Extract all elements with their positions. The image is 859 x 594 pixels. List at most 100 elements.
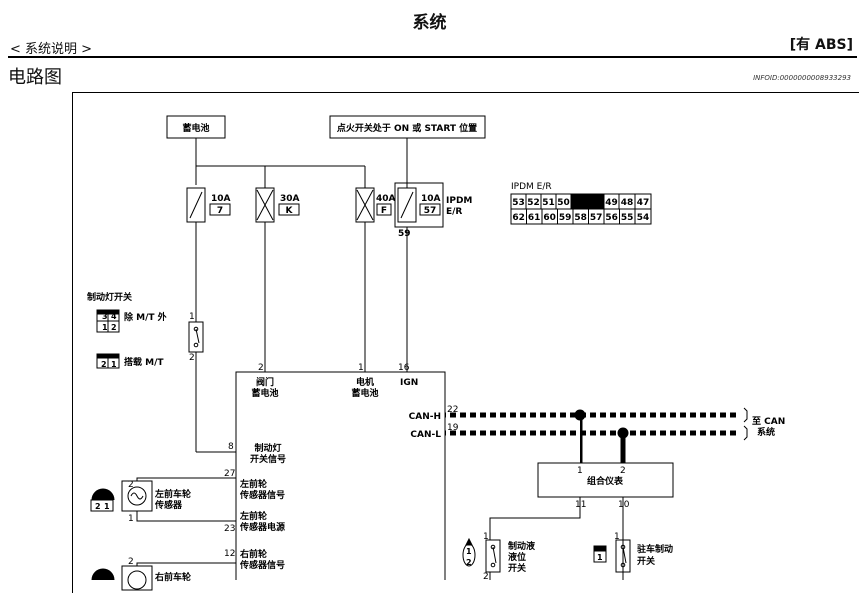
pin-number: 1 (483, 532, 489, 542)
connector-pin: 2 (101, 360, 107, 369)
can-destination-label: 至 CAN (752, 416, 785, 427)
ipdm-connector-row-1: 53 52 51 50 49 48 47 (510, 193, 652, 210)
svg-text:60: 60 (543, 213, 556, 223)
svg-text:61: 61 (528, 213, 541, 223)
abs-stop-label: 开关信号 (250, 453, 286, 465)
pin-number: 19 (447, 423, 459, 433)
connector-pin: 1 (104, 502, 110, 511)
abs-lf-power-label: 传感器电源 (239, 521, 285, 533)
pin-number: 2 (483, 572, 489, 582)
section-title: 电路图 (8, 67, 62, 88)
fuse-number: 7 (217, 206, 223, 216)
svg-text:51: 51 (542, 198, 555, 208)
svg-text:50: 50 (557, 198, 570, 208)
svg-text:62: 62 (512, 213, 525, 223)
connector-pin: 1 (102, 323, 108, 332)
fuse-icon (397, 187, 417, 223)
connector-pin: 4 (111, 312, 117, 321)
page-header-title: 系统 (412, 13, 447, 33)
parking-switch-label: 开关 (637, 555, 655, 567)
pin-number: 1 (614, 532, 620, 542)
abs-rf-signal-label: 右前轮 (239, 548, 267, 560)
connector-pin: 1 (597, 553, 603, 562)
svg-text:59: 59 (559, 213, 572, 223)
fuse-amp: 10A (211, 194, 231, 204)
abs-lf-signal-label: 传感器信号 (239, 489, 285, 501)
abs-motor-label: 电机 (356, 376, 374, 388)
abs-motor-label: 蓄电池 (351, 387, 378, 399)
parking-brake-switch-icon (615, 539, 631, 573)
abs-rf-signal-label: 传感器信号 (239, 559, 285, 571)
pin-number: 23 (224, 524, 235, 534)
connector-pin: 2 (95, 502, 101, 511)
pin-number: 2 (620, 466, 626, 476)
fuse-amp: 30A (280, 194, 300, 204)
svg-text:49: 49 (605, 198, 618, 208)
fuse-number: F (381, 206, 387, 216)
lf-sensor-label: 左前车轮 (154, 488, 191, 500)
pin-number: 22 (447, 405, 458, 415)
info-id: INFOID:0000000008933293 (753, 74, 851, 82)
svg-text:53: 53 (512, 198, 525, 208)
svg-text:47: 47 (637, 198, 650, 208)
pin-number: 2 (128, 557, 134, 567)
pin-number: 12 (224, 549, 235, 559)
pin-number: 11 (575, 500, 586, 510)
pin-number: 2 (258, 363, 264, 373)
svg-text:57: 57 (590, 213, 603, 223)
fuse-amp: 10A (421, 194, 441, 204)
can-destination-label: 系统 (757, 426, 775, 438)
pin-number: 8 (228, 442, 234, 452)
pin-number: 59 (398, 229, 411, 239)
svg-text:55: 55 (621, 213, 634, 223)
ipdm-connector-row-2: 62 61 60 59 58 57 56 55 54 (510, 208, 652, 225)
pin-number: 2 (128, 480, 134, 490)
abs-ign-label: IGN (400, 378, 418, 388)
pin-number: 10 (618, 500, 630, 510)
rf-wheel-sensor-icon (121, 565, 153, 591)
pin-number: 1 (577, 466, 583, 476)
brake-switch-title: 制动灯开关 (87, 291, 132, 303)
abs-lf-power-label: 左前轮 (239, 510, 267, 522)
fuse-number: K (286, 206, 294, 216)
ipdm-box (394, 182, 444, 228)
brake-switch-variant-a: 除 M/T 外 (124, 311, 167, 323)
fluid-switch-label: 制动液 (508, 540, 536, 552)
svg-text:54: 54 (637, 213, 650, 223)
pin-number: 1 (358, 363, 364, 373)
abs-valve-label: 蓄电池 (251, 387, 278, 399)
brake-switch-icon (188, 321, 204, 353)
breadcrumb[interactable]: < 系统说明 > (10, 42, 93, 57)
svg-text:52: 52 (527, 198, 540, 208)
abs-lf-signal-label: 左前轮 (239, 478, 267, 490)
pin-number: 1 (128, 514, 134, 524)
fuse-number: 57 (424, 206, 437, 216)
can-h-label: CAN-H (409, 412, 441, 422)
combination-meter-box (537, 462, 674, 498)
fuse-amp: 40A (376, 194, 396, 204)
fluid-switch-label: 开关 (508, 562, 526, 574)
pin-number: 2 (189, 353, 195, 363)
connector-pin: 2 (111, 323, 117, 332)
abs-stop-label: 制动灯 (254, 442, 281, 454)
svg-text:56: 56 (605, 213, 618, 223)
connector-pin: 1 (466, 547, 472, 556)
diagram-frame (72, 92, 859, 593)
ignition-label: 点火开关处于 ON 或 START 位置 (337, 122, 477, 134)
ipdm-label: E/R (446, 207, 462, 217)
lf-sensor-label: 传感器 (154, 499, 183, 511)
parking-switch-label: 驻车制动 (637, 543, 673, 555)
can-l-label: CAN-L (410, 430, 441, 440)
connector-pin: 1 (111, 360, 117, 369)
ipdm-connector-title: IPDM E/R (511, 182, 552, 192)
ipdm-label: IPDM (446, 196, 472, 206)
brake-switch-variant-b: 搭载 M/T (124, 356, 164, 368)
combination-meter-label: 组合仪表 (587, 475, 624, 487)
pin-number: 16 (398, 363, 410, 373)
fluid-switch-label: 液位 (508, 551, 526, 563)
connector-pin: 3 (102, 312, 108, 321)
svg-text:48: 48 (621, 198, 634, 208)
svg-text:58: 58 (574, 213, 587, 223)
variant-badge: [有 ABS] (789, 37, 853, 53)
